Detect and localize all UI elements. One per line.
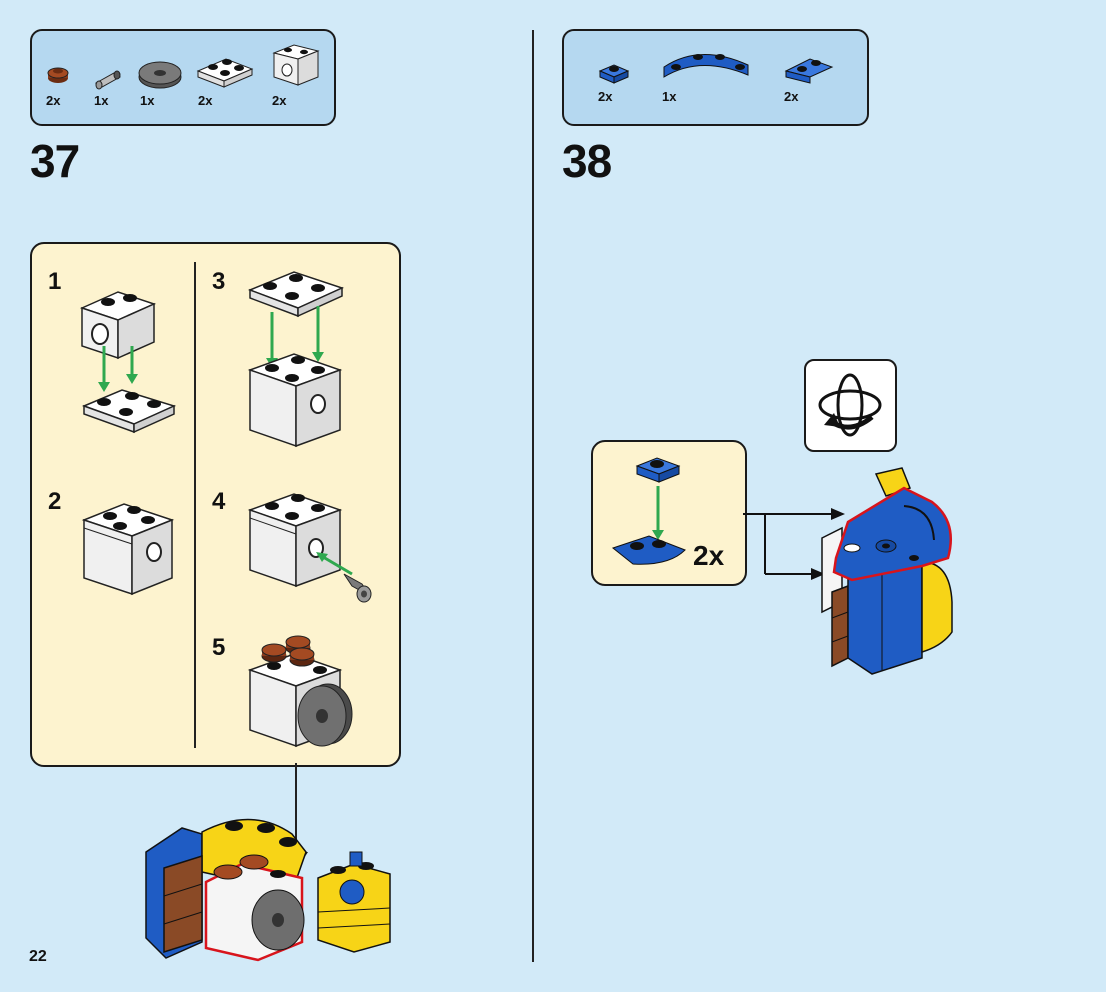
white-plate-icon bbox=[196, 49, 256, 89]
substep-number: 2 bbox=[48, 488, 61, 516]
substep-4-illustration bbox=[246, 490, 386, 620]
substep-number: 4 bbox=[212, 488, 225, 516]
rotate-model-icon bbox=[806, 361, 895, 450]
substep-2-illustration bbox=[80, 498, 190, 608]
grey-pin-icon bbox=[92, 69, 126, 93]
part-qty: 2x bbox=[784, 89, 798, 104]
parts-list-step-38: 2x 1x 2x bbox=[562, 29, 869, 126]
part-qty: 2x bbox=[598, 89, 612, 104]
blue-plate-1x1-icon bbox=[596, 59, 636, 89]
callout-multiplier: 2x bbox=[693, 540, 724, 572]
page-number: 22 bbox=[29, 948, 47, 966]
step-divider bbox=[532, 30, 534, 962]
substep-panel: 1 2 3 4 5 bbox=[30, 242, 401, 767]
assembled-model-step-37 bbox=[142, 812, 402, 962]
substep-number: 5 bbox=[212, 634, 225, 662]
part-qty: 2x bbox=[46, 93, 60, 108]
step-number: 37 bbox=[30, 134, 79, 188]
blue-plate-rounded-icon bbox=[780, 47, 840, 87]
substep-number: 3 bbox=[212, 268, 225, 296]
part-qty: 1x bbox=[140, 93, 154, 108]
callout-panel: 2x bbox=[591, 440, 747, 586]
part-qty: 2x bbox=[272, 93, 286, 108]
round-tile-icon bbox=[138, 61, 186, 91]
substep-5-illustration bbox=[248, 630, 368, 750]
white-brick-hole-icon bbox=[270, 41, 326, 89]
rotate-model-icon-box bbox=[804, 359, 897, 452]
substep-1-illustration bbox=[78, 288, 198, 448]
blue-curved-plate-icon bbox=[660, 47, 760, 87]
brown-round-plate-icon bbox=[46, 65, 76, 95]
assembled-model-step-38 bbox=[812, 462, 962, 682]
parts-list-step-37: 2x 1x 1x 2x 2x bbox=[30, 29, 336, 126]
substep-number: 1 bbox=[48, 268, 61, 296]
step-number: 38 bbox=[562, 134, 611, 188]
part-qty: 1x bbox=[94, 93, 108, 108]
substep-3-illustration bbox=[246, 266, 356, 456]
part-qty: 1x bbox=[662, 89, 676, 104]
part-qty: 2x bbox=[198, 93, 212, 108]
